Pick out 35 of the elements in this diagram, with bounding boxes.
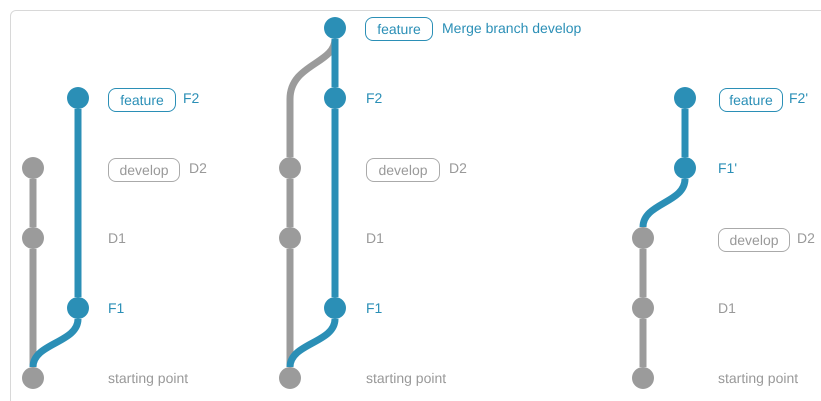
branch-line bbox=[682, 109, 688, 157]
branch-tag: develop bbox=[108, 158, 180, 182]
commit-label: D2 bbox=[797, 231, 815, 245]
commit-label: F2' bbox=[789, 91, 808, 105]
commit-label: starting point bbox=[366, 371, 446, 385]
commit-label: Merge branch develop bbox=[442, 21, 582, 35]
branch-line bbox=[74, 109, 82, 297]
branch-line bbox=[640, 249, 646, 297]
branch-line bbox=[286, 318, 338, 368]
commit-label: F1 bbox=[108, 301, 124, 315]
branch-line bbox=[640, 319, 646, 367]
branch-line bbox=[332, 109, 338, 297]
commit-label: F2 bbox=[183, 91, 200, 105]
branch-line bbox=[286, 179, 294, 227]
commit-label: F1' bbox=[718, 161, 738, 175]
commit-label: D2 bbox=[449, 161, 467, 175]
branch-tag: feature bbox=[365, 17, 433, 41]
commit-label: D1 bbox=[108, 231, 126, 245]
branch-line bbox=[640, 178, 688, 228]
branch-line bbox=[286, 249, 294, 367]
commit-label: F1 bbox=[366, 301, 382, 315]
branch-tag: develop bbox=[366, 158, 440, 182]
commit-label: D2 bbox=[189, 161, 207, 175]
commit-label: starting point bbox=[108, 371, 188, 385]
branch-line bbox=[30, 249, 36, 367]
commit-label: starting point bbox=[718, 371, 798, 385]
commit-label: F2 bbox=[366, 91, 382, 105]
commit-label: D1 bbox=[366, 231, 384, 245]
branch-tag: develop bbox=[718, 228, 790, 252]
commit-label: D1 bbox=[718, 301, 736, 315]
branch-tag: feature bbox=[719, 88, 783, 112]
branch-tag: feature bbox=[108, 88, 176, 112]
branch-line bbox=[30, 179, 36, 227]
branch-line bbox=[30, 318, 82, 368]
branch-line bbox=[332, 39, 338, 87]
